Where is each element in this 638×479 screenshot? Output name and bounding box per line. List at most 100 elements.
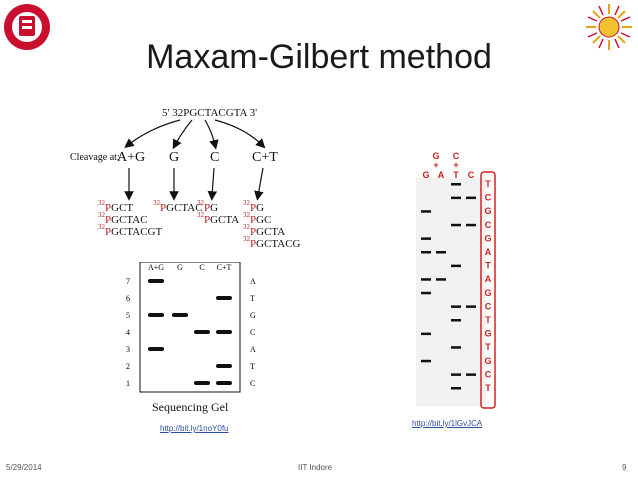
fragment: 32PGCTACG [243, 235, 300, 251]
gel-photo-band [451, 346, 461, 349]
gel-band [172, 313, 188, 317]
arrow-to-ag [124, 119, 181, 148]
footer-date: 5/29/2014 [6, 463, 42, 472]
gel-lane-label: A+G [148, 263, 164, 272]
gel-band [148, 313, 164, 317]
gel-row-number: 4 [126, 328, 130, 337]
gel-photo-read-base: C [485, 301, 492, 311]
gel-photo-band [466, 305, 476, 308]
gel-photo-band [451, 305, 461, 308]
isotope-letter: P [105, 202, 112, 214]
fragment-seq: GCTACGT [111, 226, 163, 238]
gel-band [148, 279, 164, 283]
gel-photo-read-box [480, 171, 496, 409]
gel-photo-band [421, 359, 431, 363]
university-seal-logo [4, 4, 50, 50]
gel-photo-read-base: A [485, 274, 492, 284]
gel-photo-band [451, 319, 461, 322]
isotope-letter: P [160, 202, 167, 214]
isotope-letter: P [105, 214, 112, 226]
gel-photo-band [451, 373, 461, 376]
isotope-mass: 32 [153, 199, 160, 207]
fragment-seq: G [210, 202, 219, 214]
gel-lane-label: G [177, 263, 183, 272]
fragment-seq: GCTAC [111, 214, 148, 226]
arrow-ct-down [254, 167, 264, 201]
gel-row-number: 5 [126, 311, 130, 320]
gel-frame [139, 262, 241, 393]
gel-base-label: C [250, 328, 255, 337]
isotope-mass: 32 [98, 223, 105, 231]
gel-row-number: 7 [126, 277, 130, 286]
gel-photo-band [451, 264, 461, 268]
fragments-g: 32PGCTAC [153, 199, 203, 215]
gel-photo-band [466, 373, 476, 376]
gel-photo-band [451, 196, 461, 200]
gel-band [216, 381, 232, 385]
gel-photo-band [451, 183, 461, 186]
fragment: 32PGCTACGT [98, 223, 163, 239]
gel-photo-read-base: C [485, 369, 492, 379]
gel-base-label: C [250, 379, 255, 388]
cleavage-g: G [169, 150, 180, 165]
gel-band [194, 381, 210, 385]
fragment: 32PGCTA [243, 224, 300, 239]
fragment: 32PGCTAC [153, 199, 203, 215]
gel-base-label: A [250, 277, 256, 286]
gel-photo-band [436, 251, 446, 254]
gel-photo-band [421, 237, 431, 240]
cleavage-ct: C+T [252, 150, 278, 165]
isotope-letter: P [250, 238, 257, 250]
fragment-seq: GC [256, 214, 272, 226]
gel-band [216, 296, 232, 300]
gel-photo-band [421, 291, 431, 295]
gel-photo-read-base: T [485, 383, 491, 393]
arrow-c-down [207, 167, 218, 201]
arrow-to-ct [214, 119, 266, 149]
source-link-left[interactable]: http://bit.ly/1noY0fu [160, 424, 229, 433]
isotope-letter: P [105, 226, 112, 238]
isotope-letter: P [204, 214, 211, 226]
gel-photo-read-base: G [484, 356, 491, 366]
gel-photo-read-base: C [485, 220, 492, 230]
gel-photo-read-base: G [484, 329, 491, 339]
gel-photo-lane-label: G [422, 170, 429, 180]
gel-photo-header-plus: + [433, 160, 438, 170]
gel-photo-header: C [453, 151, 460, 161]
gel-photo-lane-label: A [438, 170, 445, 180]
arrow-to-c [204, 119, 219, 150]
institute-sun-logo [586, 4, 632, 50]
isotope-mass: 32 [243, 235, 250, 243]
isotope-mass: 32 [98, 199, 105, 207]
arrow-to-g [172, 119, 193, 150]
fragment: 32PGCTA [197, 211, 240, 227]
gel-photo-read-base: G [484, 206, 491, 216]
isotope-mass: 32 [243, 211, 250, 219]
gel-lane-label: C+T [217, 263, 232, 272]
isotope-letter: P [204, 202, 211, 214]
isotope-letter: P [250, 226, 257, 238]
gel-photo-read-base: G [484, 233, 491, 243]
fragment: 32PG [197, 200, 239, 215]
slide-title: Maxam-Gilbert method [146, 38, 492, 76]
gel-photo-read-base: C [485, 193, 492, 203]
footer-center: IIT Indore [298, 463, 333, 472]
gel-band [216, 330, 232, 334]
fragment-seq: GCTAC [166, 202, 203, 214]
gel-row-number: 2 [126, 362, 130, 371]
gel-photo-band [436, 278, 446, 281]
fragment: 32PGCTAC [98, 212, 162, 227]
cleavage-c: C [210, 150, 220, 165]
start-sequence-text: 5' 32PGCTACGTA 3' [162, 107, 258, 119]
fragment-seq: GCTA [256, 226, 286, 238]
source-link-right[interactable]: http://bit.ly/1lGvJCA [412, 419, 483, 428]
fragment-seq: GCTA [210, 214, 240, 226]
gel-photo-read-base: T [485, 315, 491, 325]
fragments-c: 32PG 32PGCTA [197, 200, 240, 227]
isotope-mass: 32 [197, 211, 204, 219]
footer-page-number: 9 [622, 463, 627, 472]
gel-base-label: T [250, 362, 255, 371]
